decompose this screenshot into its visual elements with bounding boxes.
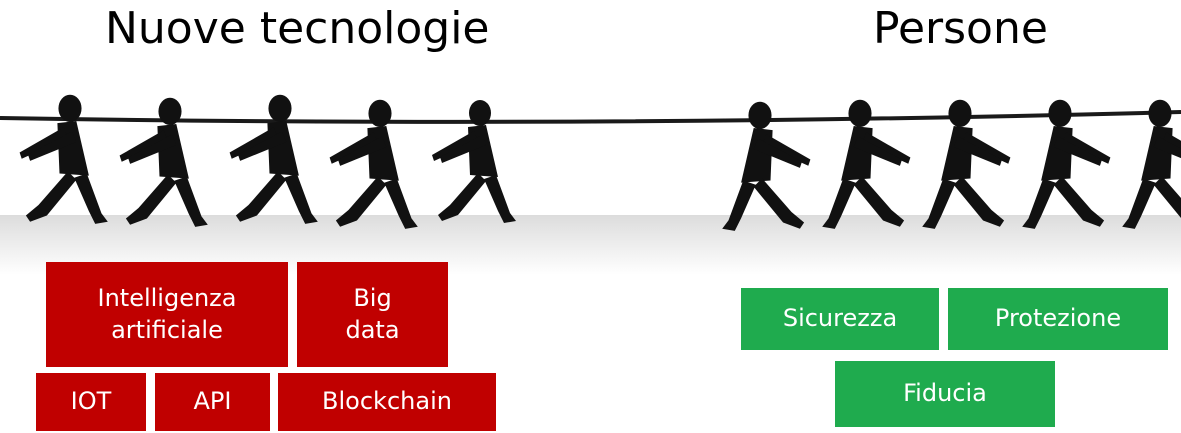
box-sicurezza: Sicurezza: [741, 288, 939, 350]
box-intelligenza-artificiale: Intelligenza artificiale: [46, 262, 288, 367]
box-api: API: [155, 373, 270, 431]
box-fiducia: Fiducia: [835, 361, 1055, 427]
box-big-data: Big data: [297, 262, 448, 367]
box-blockchain: Blockchain: [278, 373, 496, 431]
left-team-silhouettes: [19, 94, 516, 229]
box-protezione: Protezione: [948, 288, 1168, 350]
box-iot: IOT: [36, 373, 146, 431]
left-group-title: Nuove tecnologie: [105, 3, 490, 54]
right-group-title: Persone: [873, 3, 1048, 54]
